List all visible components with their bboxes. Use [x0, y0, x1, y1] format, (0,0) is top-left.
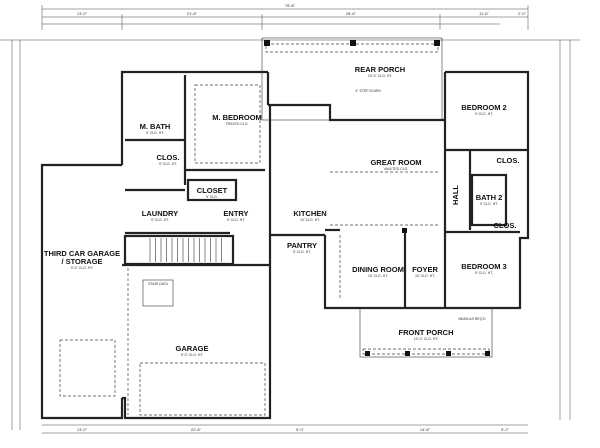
room-third-car-garage-line2: / STORAGE [61, 257, 102, 266]
ceiling-note: 10' CLG. HT. [368, 274, 388, 278]
top-dim: 2'-0" [518, 11, 527, 16]
room-m-bedroom: M. BEDROOM [212, 113, 262, 122]
bottom-dim: 22'-8" [191, 427, 202, 432]
ceiling-note: 9' CLG. HT. [475, 271, 493, 275]
room-clos-bed3: CLOS. [494, 221, 517, 230]
stair-data-box [142, 279, 174, 307]
overall-width-dim: 78'-8" [285, 3, 296, 8]
ceiling-note: 10'-0" CLG. HT. [414, 337, 439, 341]
dimension-lines [0, 5, 580, 434]
top-dim: 21'-8" [187, 11, 198, 16]
walls [40, 70, 530, 420]
room-m-closet: CLOS. [157, 153, 180, 162]
room-third-car-garage: THIRD CAR GARAGE [44, 249, 120, 258]
step-down-note: 4" STEP DOWN [355, 89, 381, 93]
room-bedroom-3: BEDROOM 3 [461, 262, 506, 271]
top-dim: 11'-6" [479, 11, 489, 16]
ceiling-note: 9' CLG. HT. [146, 131, 164, 135]
top-dim: 28'-6" [346, 11, 357, 16]
room-pantry: PANTRY [287, 241, 317, 250]
bottom-dim: 13'-0" [77, 427, 88, 432]
ceiling-note: 9' CLG. HT. [227, 218, 245, 222]
room-entry: ENTRY [223, 209, 248, 218]
room-m-bath: M. BATH [140, 122, 171, 131]
room-great-room: GREAT ROOM [370, 158, 421, 167]
room-laundry: LAUNDRY [142, 209, 178, 218]
room-dining-room: DINING ROOM [352, 265, 404, 274]
ceiling-note: VAULTED CLG. [384, 167, 409, 171]
ceiling-note: 9' CLG. HT. [480, 202, 498, 206]
bottom-dim: 9'-2" [501, 427, 510, 432]
ceiling-note: 9'-0" CLG. HT. [71, 266, 94, 270]
columns [264, 40, 490, 356]
room-rear-porch: REAR PORCH [355, 65, 405, 74]
ceiling-note: 9' CLG. HT. [151, 218, 169, 222]
beam-note: BEAM AS REQ'D [458, 317, 486, 321]
room-labels: M. BATH 9' CLG. HT. M. BEDROOM TRAYED CL… [44, 65, 520, 357]
ceiling-note: 9'-0" CLG. HT. [181, 353, 204, 357]
room-clos-bed2: CLOS. [497, 156, 520, 165]
room-kitchen: KITCHEN [293, 209, 326, 218]
ceiling-note: 9' CLG. HT. [159, 162, 177, 166]
top-dim: 13'-0" [77, 11, 88, 16]
room-closet: CLOSET [197, 186, 228, 195]
stair-treads [149, 238, 222, 262]
porch-outlines [59, 37, 493, 416]
bottom-dim: 9'-0" [296, 427, 305, 432]
room-front-porch: FRONT PORCH [399, 328, 454, 337]
ceiling-note: TRAYED CLG. [225, 122, 248, 126]
stair-data-note: STAIR DATA [148, 282, 169, 286]
room-foyer: FOYER [412, 265, 438, 274]
room-bedroom-2: BEDROOM 2 [461, 103, 506, 112]
ceiling-note: 9' CLG. HT. [293, 250, 311, 254]
ceiling-note: 9' CLG. [206, 195, 218, 199]
ceiling-note: 10'-0" CLG. HT. [368, 74, 393, 78]
bottom-dim: 14'-8" [420, 427, 431, 432]
room-bath-2: BATH 2 [476, 193, 503, 202]
room-garage: GARAGE [176, 344, 209, 353]
room-hall: HALL [451, 185, 460, 205]
ceiling-note: 10' CLG. HT. [300, 218, 320, 222]
ceiling-note: 10' CLG. HT. [415, 274, 435, 278]
ceiling-note: 9' CLG. HT. [475, 112, 493, 116]
